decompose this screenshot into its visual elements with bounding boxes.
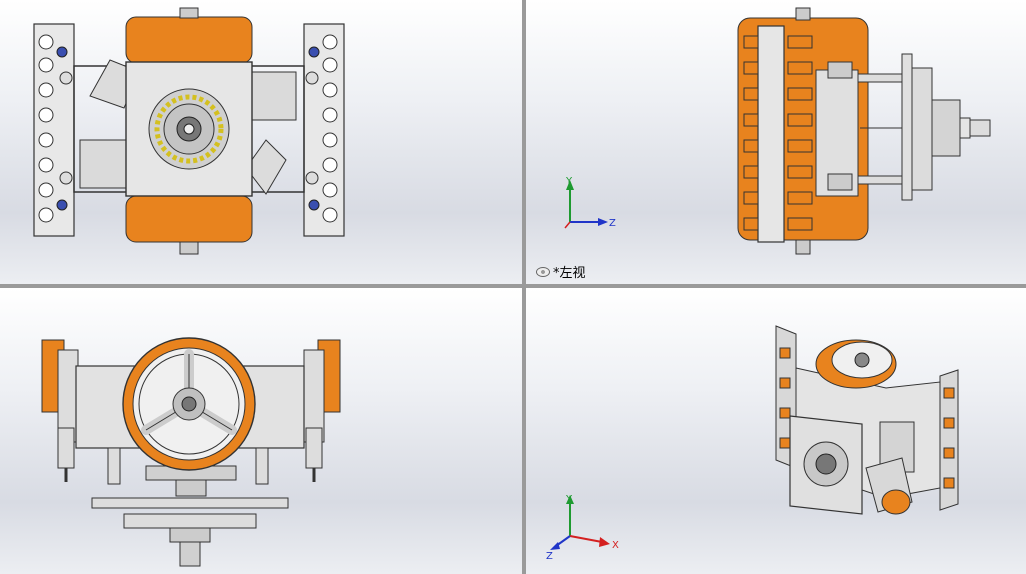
left-view-model <box>737 7 991 255</box>
axis-triad-left: Y Z <box>564 176 616 229</box>
horizontal-splitter[interactable] <box>0 284 1026 288</box>
view-orientation-icon <box>536 266 550 277</box>
front-view-model <box>41 337 341 567</box>
spring-stack <box>743 35 813 231</box>
left-rail-bolts <box>38 34 73 223</box>
right-rail-bolts <box>305 34 338 223</box>
axis-label-y: Y <box>565 494 573 505</box>
left-viewport[interactable]: Y Z *左视 <box>526 0 1026 284</box>
front-viewport[interactable] <box>0 288 522 574</box>
axis-triad-iso: Y X Z <box>546 494 619 562</box>
view-name: *左视 <box>553 266 586 281</box>
axis-label-y: Y <box>565 176 573 187</box>
axis-label-z: Z <box>546 551 553 562</box>
isometric-viewport[interactable]: Y X Z <box>526 288 1026 574</box>
isometric-view-model <box>775 325 959 515</box>
top-viewport[interactable] <box>0 0 522 284</box>
axis-label-x: X <box>612 540 619 551</box>
view-label-left[interactable]: *左视 <box>536 262 586 281</box>
axis-label-z: Z <box>609 218 616 229</box>
top-view-model <box>33 7 345 255</box>
